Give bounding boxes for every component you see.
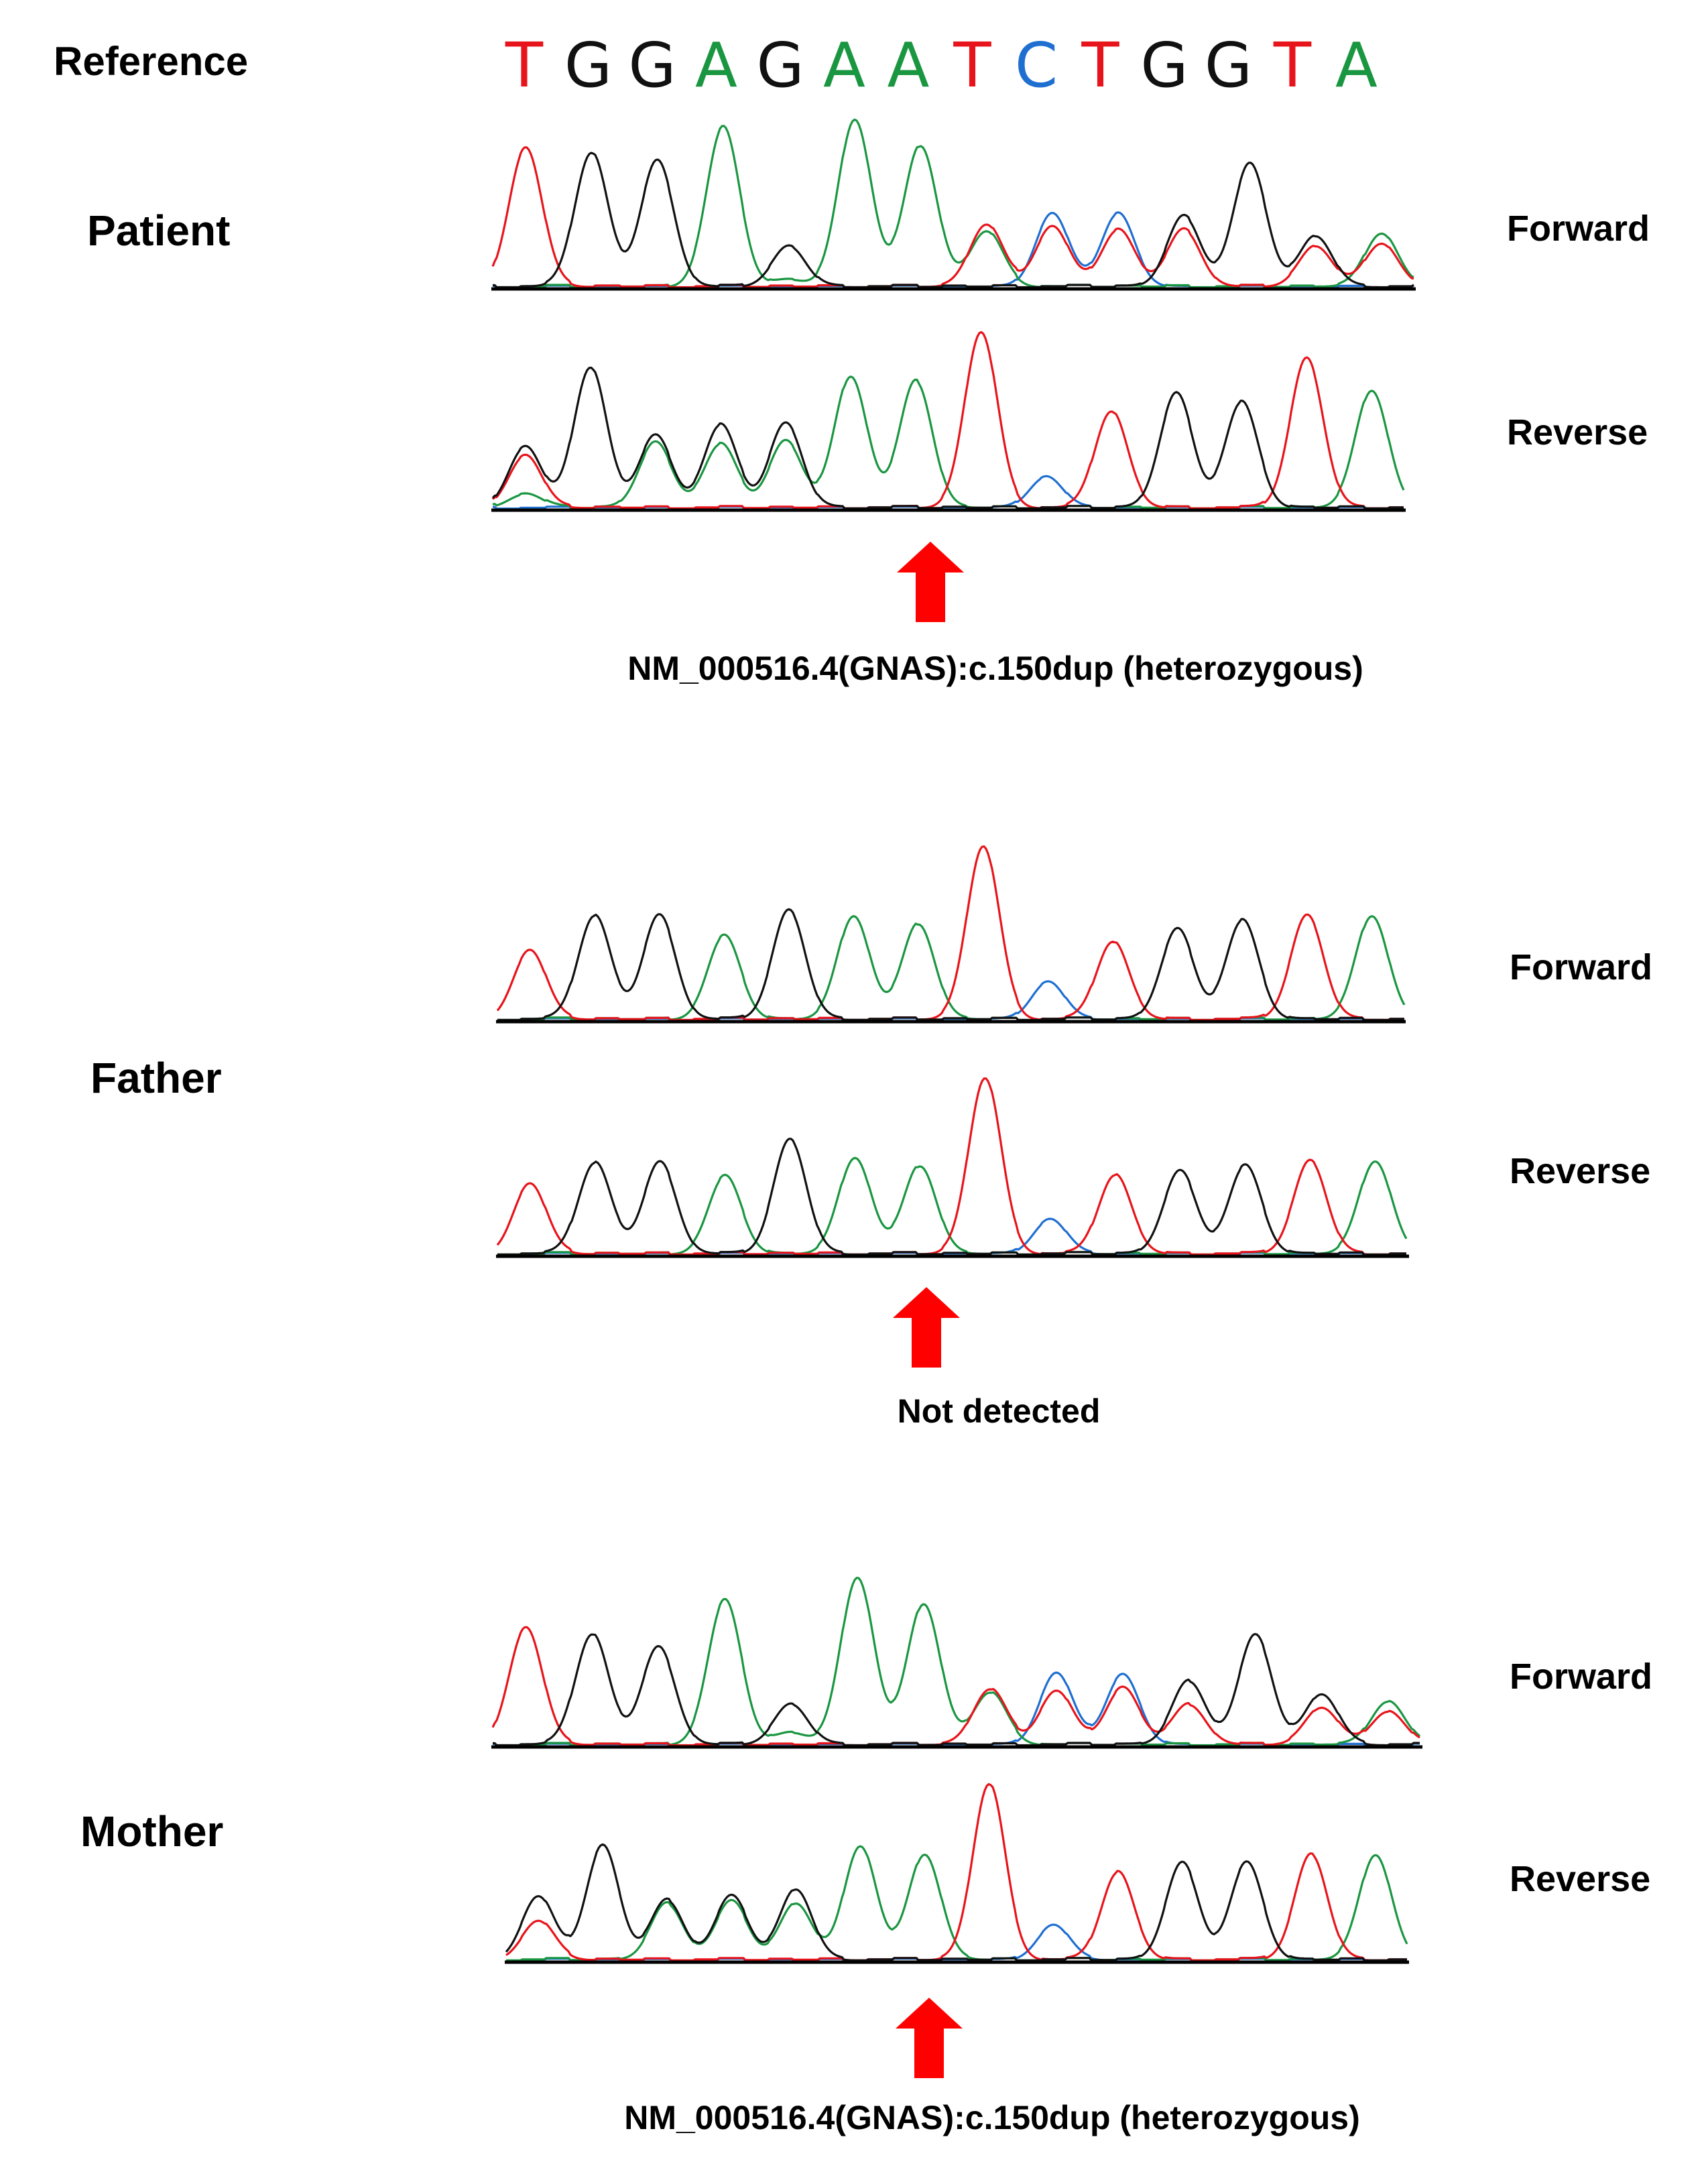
mother-variant-arrow-icon xyxy=(896,1998,963,2078)
trace-mother-reverse xyxy=(505,1782,1409,1964)
reference-base: G xyxy=(564,29,613,101)
father-label: Father xyxy=(90,1054,222,1102)
reference-base: T xyxy=(505,29,544,101)
trace-line-T xyxy=(491,330,1404,509)
trace-line-A xyxy=(497,1156,1408,1256)
trace-line-G xyxy=(493,1632,1420,1747)
father-variant-caption: Not detected xyxy=(897,1392,1101,1430)
reference-base: A xyxy=(823,29,865,101)
patient-variant-caption: NM_000516.4(GNAS):c.150dup (heterozygous… xyxy=(627,650,1363,687)
trace-line-T xyxy=(491,1626,1420,1747)
reference-base: G xyxy=(756,29,804,101)
patient-label: Patient xyxy=(87,206,231,255)
reference-base: G xyxy=(628,29,676,101)
patient-variant-arrow-icon xyxy=(897,542,964,622)
trace-line-A xyxy=(497,915,1406,1022)
reference-base: C xyxy=(1014,29,1058,101)
trace-patient-reverse xyxy=(491,330,1406,512)
father-forward-label: Forward xyxy=(1510,947,1653,987)
reference-base: A xyxy=(695,29,737,101)
trace-mother-forward xyxy=(491,1577,1422,1749)
reference-base: T xyxy=(1081,29,1119,101)
trace-line-A xyxy=(493,1577,1421,1747)
reference-base: G xyxy=(1204,29,1253,101)
reference-label: Reference xyxy=(54,39,249,84)
trace-line-A xyxy=(492,375,1405,509)
trace-line-G xyxy=(491,366,1404,509)
reference-base: G xyxy=(1140,29,1188,101)
trace-line-G xyxy=(497,1138,1406,1256)
trace-line-T xyxy=(491,146,1414,289)
trace-line-T xyxy=(496,845,1404,1022)
reference-base: T xyxy=(953,29,991,101)
mother-forward-label: Forward xyxy=(1510,1656,1653,1697)
trace-line-G xyxy=(505,1843,1407,1961)
father-reverse-label: Reverse xyxy=(1510,1151,1651,1191)
mother-label: Mother xyxy=(80,1807,224,1856)
mother-reverse-label: Reverse xyxy=(1510,1859,1651,1899)
trace-line-T xyxy=(505,1782,1407,1961)
reference-base: A xyxy=(887,29,930,101)
father-variant-arrow-icon xyxy=(893,1287,960,1368)
mother-variant-caption: NM_000516.4(GNAS):c.150dup (heterozygous… xyxy=(624,2099,1360,2136)
reference-base: T xyxy=(1273,29,1312,101)
trace-line-G xyxy=(497,908,1404,1022)
trace-line-T xyxy=(496,1077,1406,1256)
patient-forward-label: Forward xyxy=(1507,208,1650,249)
trace-line-A xyxy=(493,118,1414,289)
reference-base: A xyxy=(1335,29,1378,101)
trace-father-reverse xyxy=(496,1077,1409,1258)
trace-patient-forward xyxy=(491,118,1416,291)
trace-father-forward xyxy=(496,845,1406,1024)
trace-line-A xyxy=(506,1845,1408,1961)
trace-line-G xyxy=(493,152,1414,289)
patient-reverse-label: Reverse xyxy=(1507,412,1648,452)
